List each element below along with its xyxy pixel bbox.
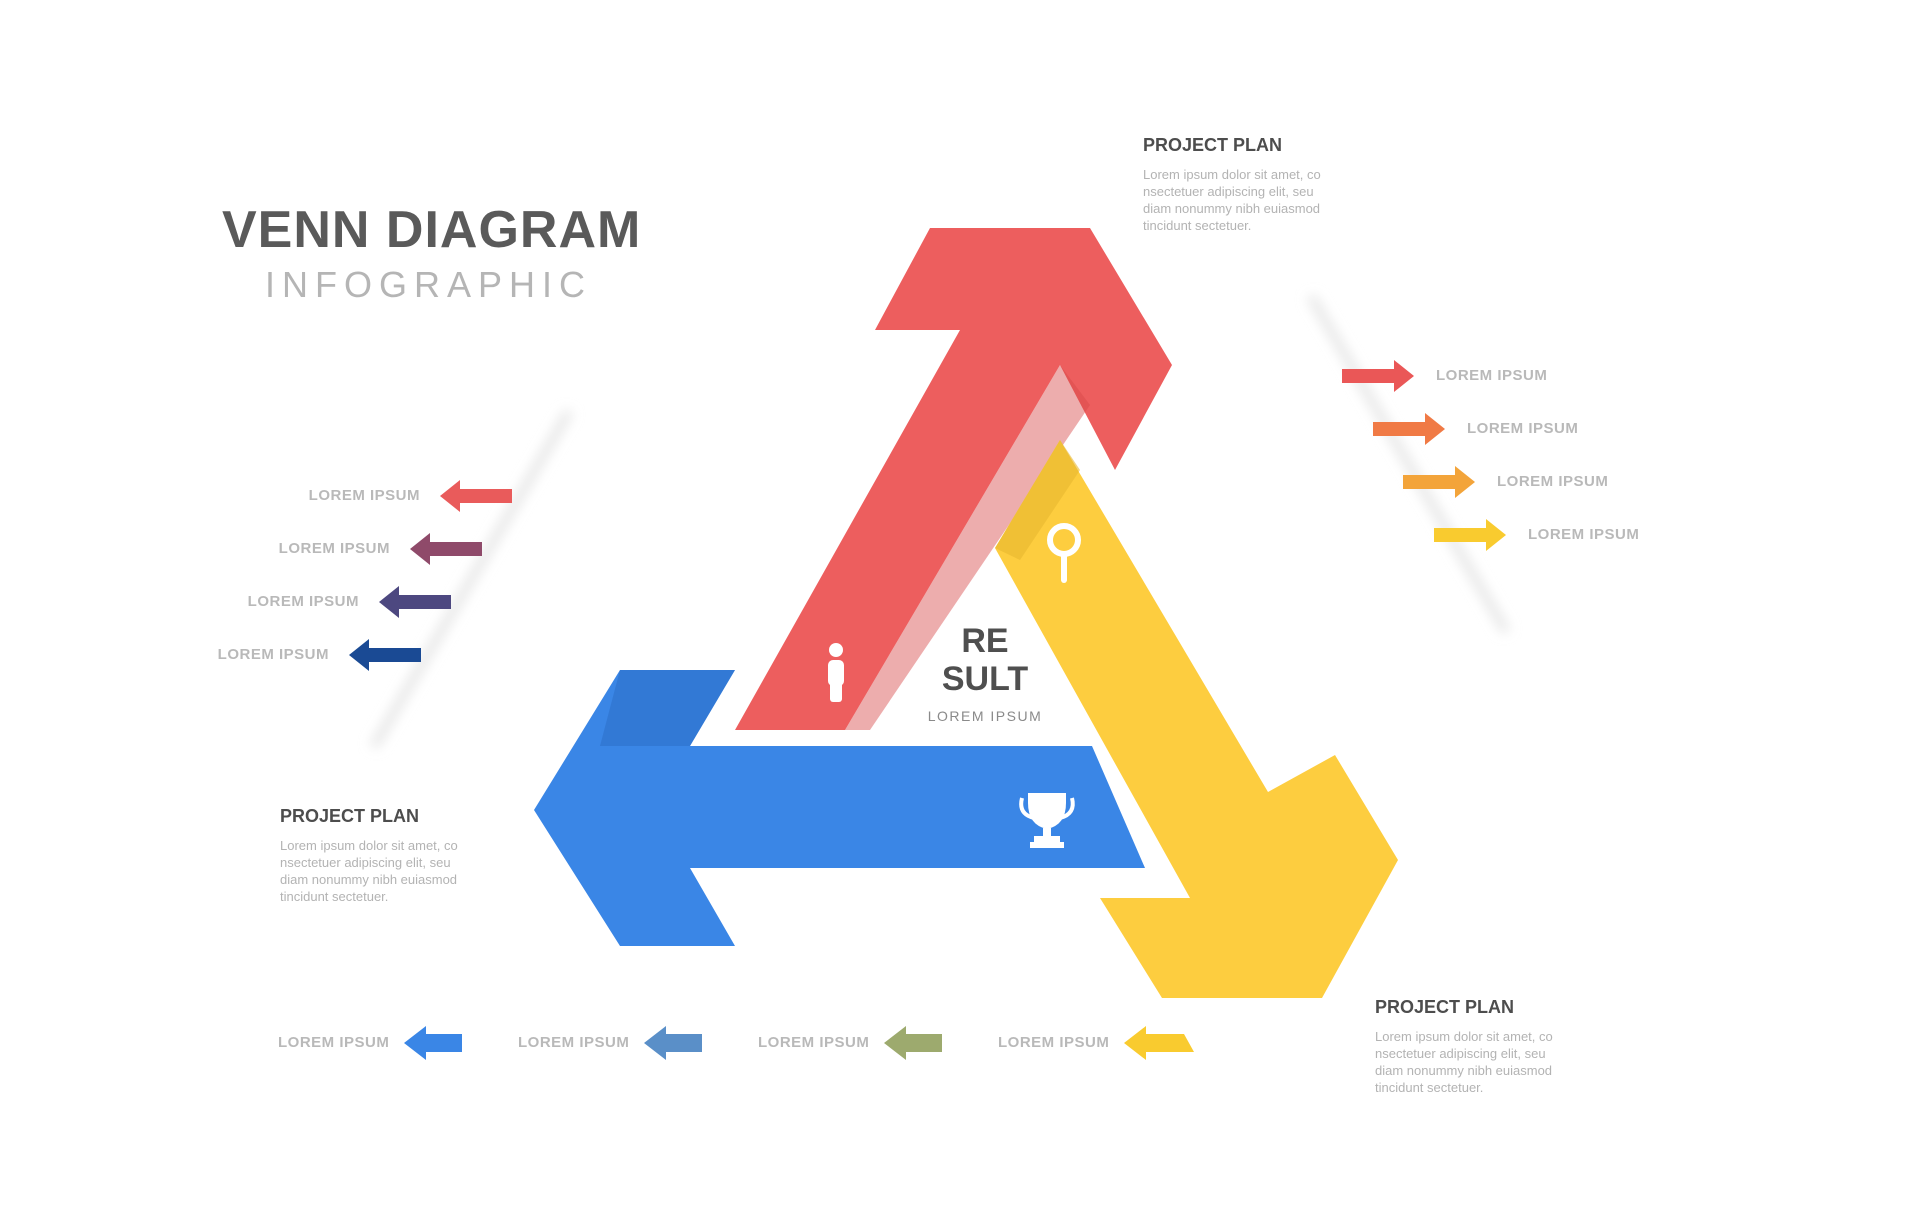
left-list-label: LOREM IPSUM: [278, 540, 390, 557]
right-list-label: LOREM IPSUM: [1528, 526, 1640, 543]
left-list-label: LOREM IPSUM: [217, 646, 329, 663]
bottom-list-label: LOREM IPSUM: [518, 1034, 630, 1051]
right-list-label: LOREM IPSUM: [1436, 367, 1548, 384]
left-shadow-wedge: [370, 410, 573, 748]
result-subtitle: LOREM IPSUM: [927, 708, 1043, 724]
right-list-item: LOREM IPSUM: [1373, 413, 1578, 450]
left-arrow-icon: [379, 586, 451, 618]
search-icon: [1047, 523, 1081, 583]
right-shadow-wedge: [1307, 295, 1510, 633]
project-plan-heading: PROJECT PLAN: [1143, 135, 1283, 155]
right-arrow-icon: [1403, 466, 1475, 498]
left-list-item: LOREM IPSUM: [218, 639, 421, 676]
bottom-list-label: LOREM IPSUM: [758, 1034, 870, 1051]
page-subtitle: INFOGRAPHIC: [265, 264, 593, 305]
left-arrow-icon: [349, 639, 421, 671]
project-plan-body: Lorem ipsum dolor sit amet, co nsectetue…: [1143, 167, 1321, 233]
left-arrow-icon: [440, 480, 512, 512]
right-arrow-icon: [1342, 360, 1414, 392]
trophy-icon: [1019, 793, 1075, 848]
right-list-label: LOREM IPSUM: [1497, 473, 1609, 490]
project-plan-top-right: PROJECT PLAN Lorem ipsum dolor sit amet,…: [1143, 135, 1338, 234]
left-arrow-icon: [1124, 1026, 1194, 1060]
person-icon: [828, 643, 844, 702]
left-list-label: LOREM IPSUM: [247, 593, 359, 610]
left-list-label: LOREM IPSUM: [308, 487, 420, 504]
bottom-list-label: LOREM IPSUM: [998, 1034, 1110, 1051]
left-list-item: LOREM IPSUM: [309, 480, 512, 517]
result-title-line1: RE: [961, 622, 1009, 660]
result-title: RE SULT: [930, 622, 1040, 698]
left-arrow-icon: [410, 533, 482, 565]
yellow-arrow: [995, 440, 1398, 998]
project-plan-left: PROJECT PLAN Lorem ipsum dolor sit amet,…: [280, 806, 475, 905]
project-plan-body: Lorem ipsum dolor sit amet, co nsectetue…: [1375, 1029, 1553, 1095]
right-list-item: LOREM IPSUM: [1342, 360, 1547, 397]
result-title-line2: SULT: [941, 660, 1029, 698]
right-list-item: LOREM IPSUM: [1434, 519, 1639, 556]
left-arrow-icon: [644, 1026, 702, 1060]
blue-arrow: [534, 670, 1145, 946]
left-list-item: LOREM IPSUM: [279, 533, 482, 570]
left-arrow-icon: [404, 1026, 462, 1060]
project-plan-bottom-right: PROJECT PLAN Lorem ipsum dolor sit amet,…: [1375, 997, 1570, 1096]
page-title: VENN DIAGRAM: [222, 201, 642, 259]
bottom-list-label: LOREM IPSUM: [278, 1034, 390, 1051]
right-arrow-icon: [1373, 413, 1445, 445]
red-arrow: [735, 228, 1172, 730]
right-arrow-icon: [1434, 519, 1506, 551]
left-list-item: LOREM IPSUM: [248, 586, 451, 623]
project-plan-heading: PROJECT PLAN: [280, 806, 420, 826]
right-list-label: LOREM IPSUM: [1467, 420, 1579, 437]
project-plan-heading: PROJECT PLAN: [1375, 997, 1515, 1017]
right-list-item: LOREM IPSUM: [1403, 466, 1608, 503]
project-plan-body: Lorem ipsum dolor sit amet, co nsectetue…: [280, 838, 458, 904]
left-arrow-icon: [884, 1026, 942, 1060]
